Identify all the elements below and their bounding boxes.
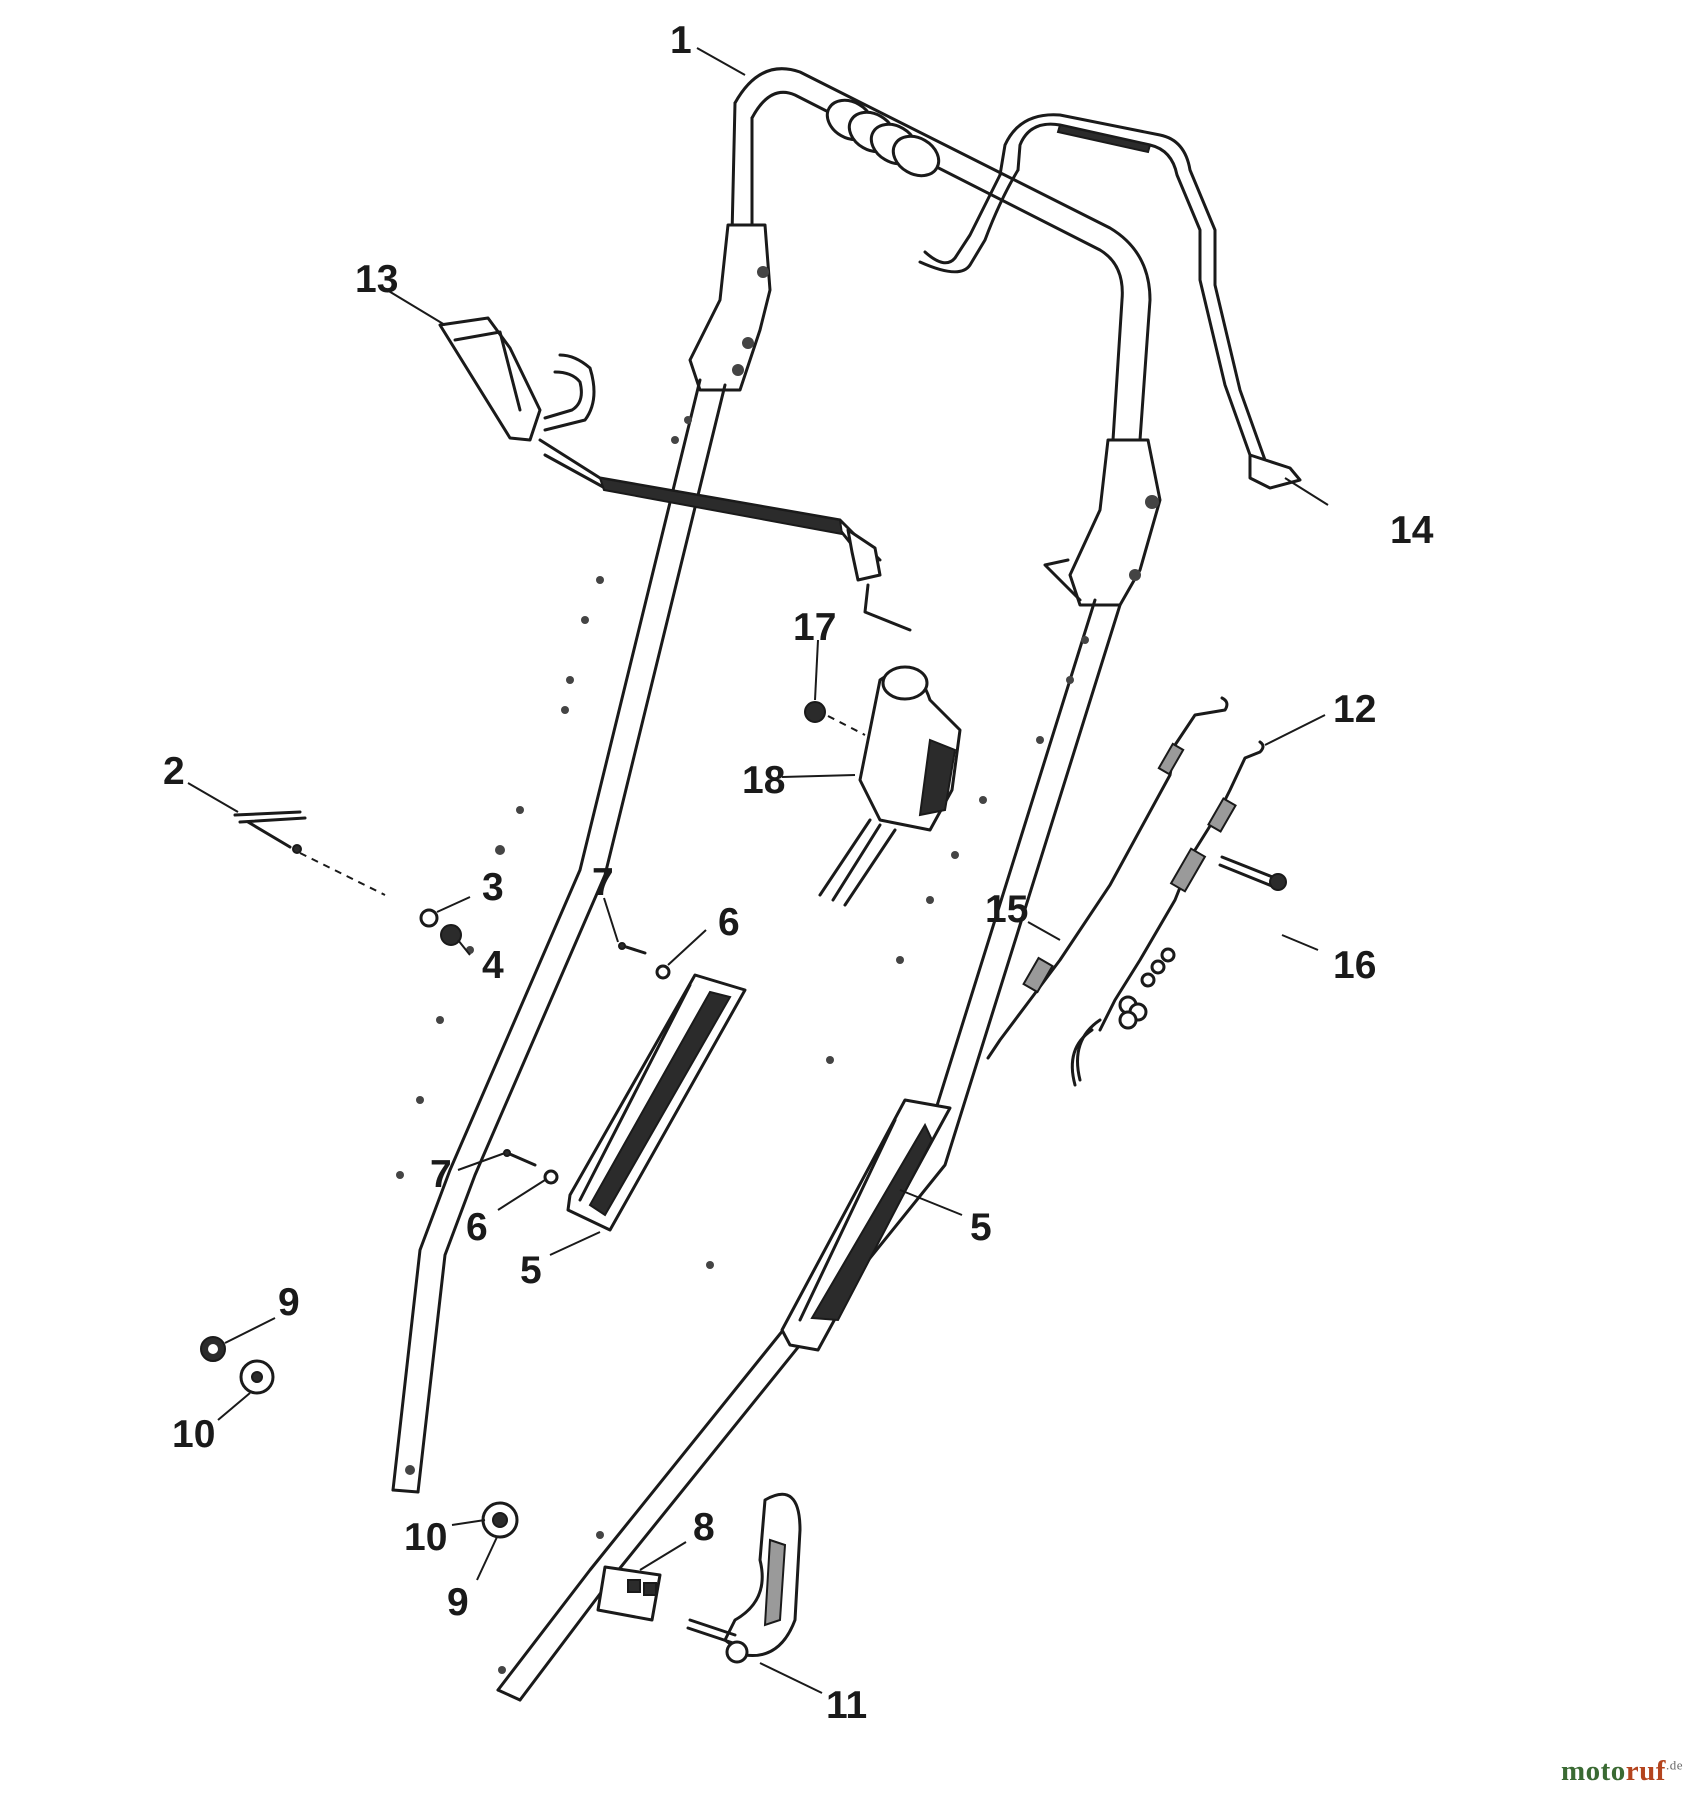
callout-18: 18 (742, 759, 785, 802)
part-9-nut-upper (200, 1336, 226, 1362)
part-13-control-lever (438, 316, 912, 632)
callout-7-lower: 7 (430, 1153, 452, 1196)
callout-17: 17 (793, 606, 836, 649)
callout-5-left: 5 (520, 1249, 542, 1292)
part-17-nut (804, 701, 866, 736)
callout-7-upper: 7 (592, 861, 614, 904)
handle-grip (825, 98, 941, 178)
part-6-washer-upper (655, 964, 671, 980)
callout-10-upper: 10 (172, 1413, 215, 1456)
callout-12: 12 (1333, 688, 1376, 731)
leader-lines (187, 47, 1329, 1694)
part-10-knob-lower (481, 1501, 519, 1539)
part-15-cable (986, 696, 1229, 1060)
callout-6-upper: 6 (718, 901, 740, 944)
callout-16: 16 (1333, 944, 1376, 987)
part-16-bolt (1218, 855, 1287, 891)
part-14-drive-bail (918, 113, 1302, 490)
callout-14: 14 (1390, 509, 1434, 552)
part-8-clip (596, 1565, 662, 1622)
callout-1: 1 (670, 19, 692, 62)
part-2-bolt (233, 810, 386, 896)
part-6-washer-lower (543, 1169, 559, 1185)
callout-4: 4 (482, 944, 504, 987)
part-4-nut (440, 924, 462, 946)
callout-2: 2 (163, 750, 185, 793)
callout-15: 15 (985, 888, 1028, 931)
left-upper-clamp (688, 223, 772, 392)
cable-nuts (1118, 947, 1176, 1030)
part-11-cord-hook (686, 1492, 802, 1664)
right-upper-clamp (1043, 438, 1162, 607)
watermark-logo: motoruf.de (1561, 1755, 1683, 1788)
callout-8: 8 (693, 1506, 715, 1549)
part-3-washer (419, 908, 439, 928)
callout-5-right: 5 (970, 1206, 992, 1249)
callout-3: 3 (482, 866, 504, 909)
callout-labels: 1 13 14 17 12 18 2 3 4 15 16 7 6 7 6 5 5… (163, 19, 1434, 1727)
callout-6-lower: 6 (466, 1206, 488, 1249)
watermark-part1: moto (1560, 1755, 1626, 1787)
callout-10-lower: 10 (404, 1516, 447, 1559)
callout-11: 11 (826, 1684, 867, 1727)
part-18-throttle-control (818, 665, 962, 907)
callout-9-lower: 9 (447, 1581, 469, 1624)
part-7-screw-lower (503, 1149, 537, 1167)
watermark-suffix: .de (1665, 1757, 1683, 1773)
part-5-cable-clip-left (566, 973, 747, 1232)
part-12-cable (1070, 740, 1265, 1087)
callout-13: 13 (355, 258, 398, 301)
watermark-part2: ruf (1625, 1755, 1666, 1787)
callout-9-upper: 9 (278, 1281, 300, 1324)
part-7-screw-upper (618, 942, 647, 955)
part-10-knob-upper (239, 1359, 275, 1395)
handle-frame (391, 67, 1162, 1702)
part-5-cable-clip-right (780, 1098, 952, 1352)
